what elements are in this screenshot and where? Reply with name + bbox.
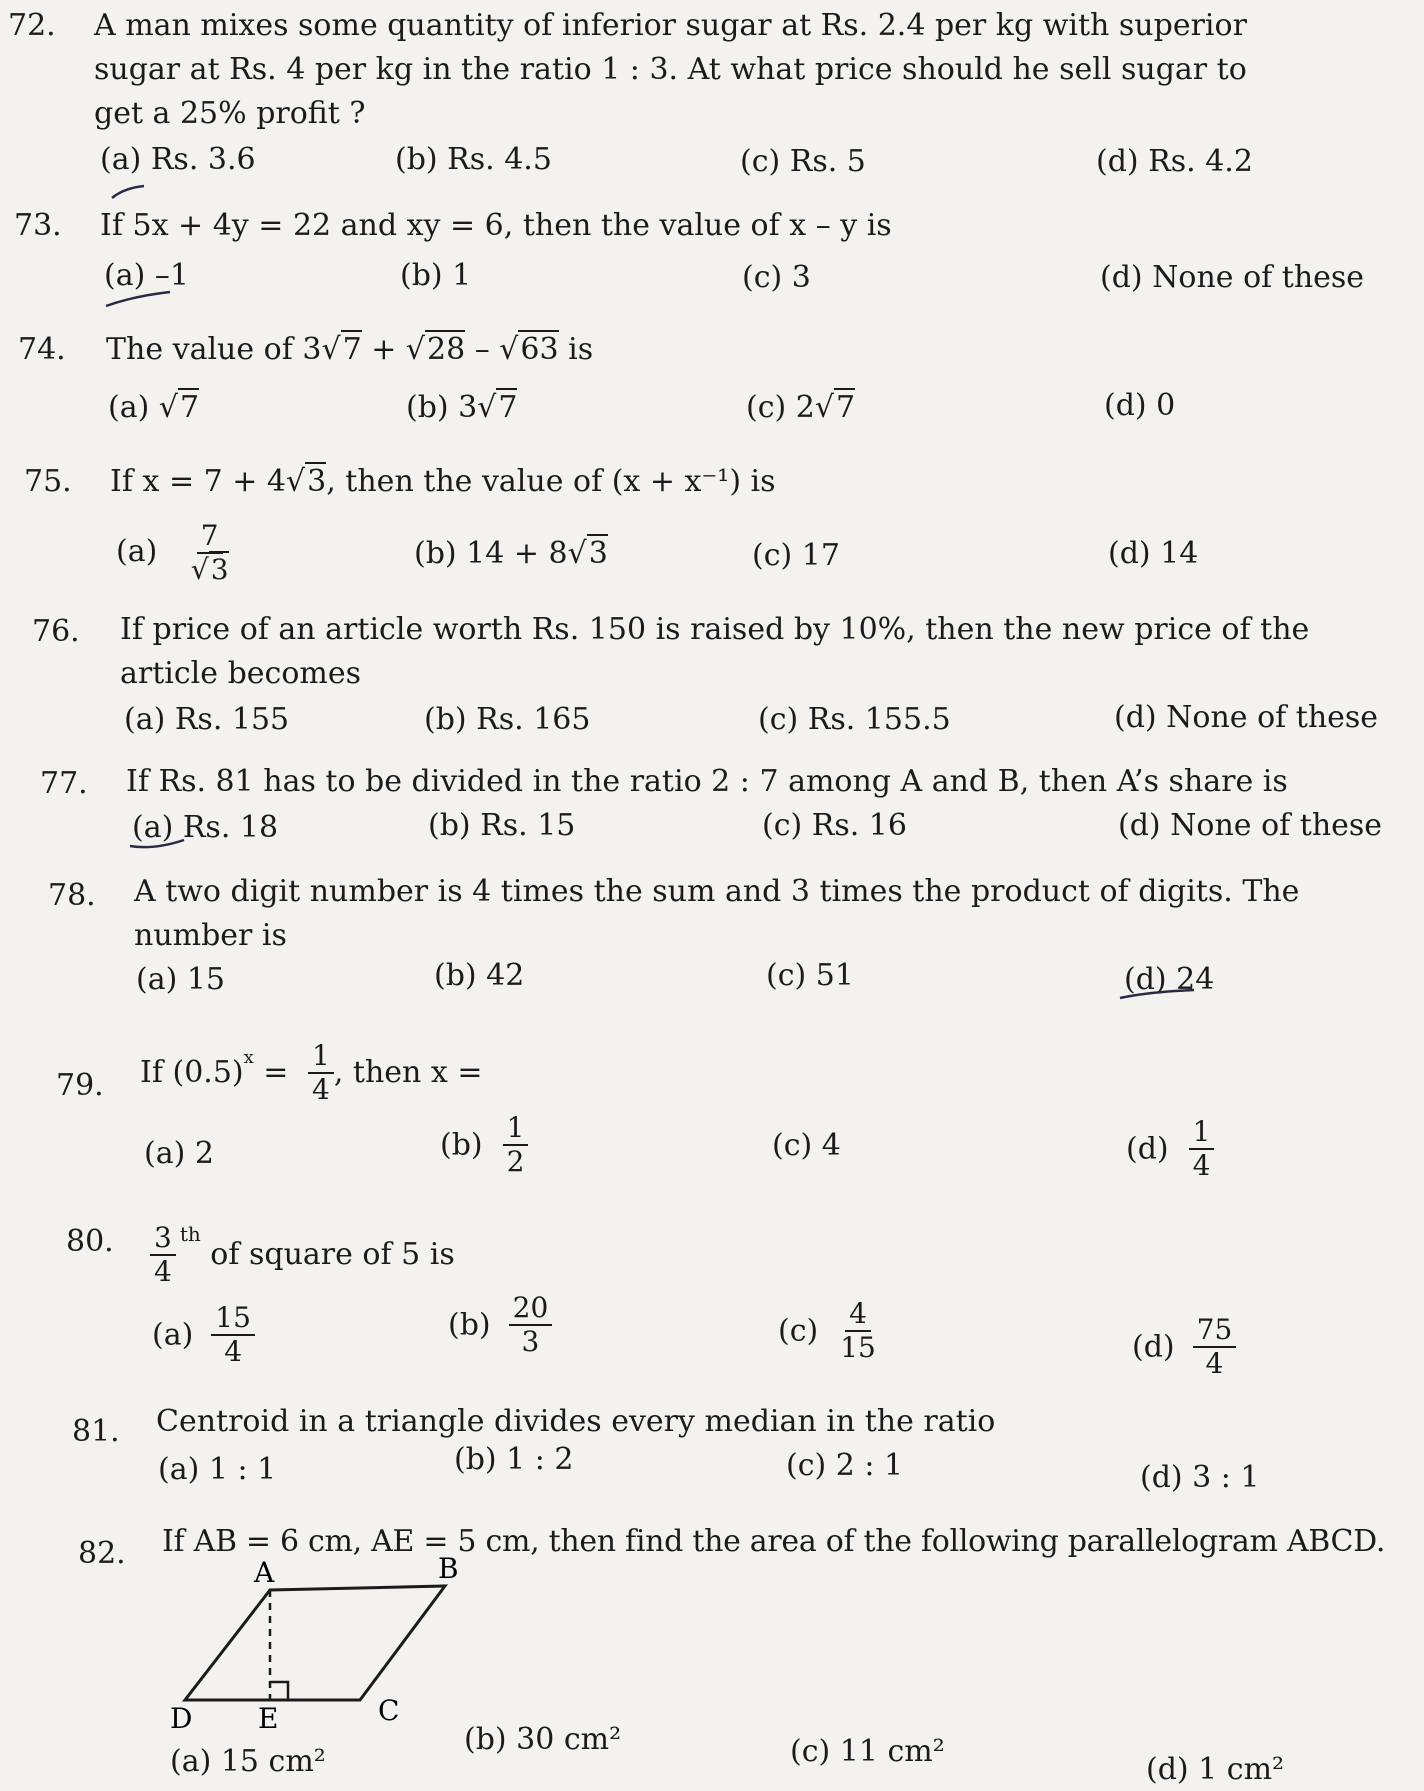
question-number: 77. — [40, 766, 88, 801]
option-a[interactable]: (a) 7√3 — [116, 520, 233, 586]
vertex-label-a: A — [253, 1556, 275, 1589]
option-b[interactable]: (b) 30 cm² — [464, 1722, 622, 1757]
question-text: The value of 3√7 + √28 – √63 is — [106, 330, 594, 367]
option-c[interactable]: (c) Rs. 16 — [762, 808, 907, 843]
question-text: Centroid in a triangle divides every med… — [156, 1404, 996, 1439]
question-number: 76. — [32, 614, 80, 649]
pen-underline-mark — [129, 838, 185, 849]
question-number: 75. — [24, 464, 72, 499]
option-c[interactable]: (c) 2 : 1 — [786, 1448, 904, 1483]
question-text: If AB = 6 cm, AE = 5 cm, then find the a… — [162, 1524, 1386, 1559]
option-d[interactable]: (d) 14 — [1108, 536, 1199, 571]
question-number: 79. — [56, 1068, 104, 1103]
question-number: 73. — [14, 208, 62, 243]
question-number: 72. — [8, 8, 56, 43]
point-label-e: E — [258, 1702, 278, 1735]
option-a[interactable]: (a) 15 — [136, 962, 226, 997]
question-text: If price of an article worth Rs. 150 is … — [120, 612, 1310, 691]
option-a[interactable]: (a) 1 : 1 — [158, 1452, 277, 1487]
question-text: If Rs. 81 has to be divided in the ratio… — [126, 764, 1288, 799]
option-a[interactable]: (a) 2 — [144, 1136, 214, 1171]
question-number: 81. — [72, 1414, 120, 1449]
option-c[interactable]: (c) 17 — [752, 538, 840, 573]
option-d[interactable]: (d) None of these — [1114, 700, 1379, 735]
option-b[interactable]: (b) 1 — [400, 258, 472, 293]
option-a[interactable]: (a) Rs. 155 — [124, 702, 290, 737]
question-text: A man mixes some quantity of inferior su… — [94, 8, 1247, 131]
option-b[interactable]: (b) Rs. 4.5 — [395, 142, 552, 177]
option-b[interactable]: (b) 14 + 8√3 — [414, 534, 608, 571]
vertex-label-d: D — [170, 1702, 192, 1735]
option-b[interactable]: (b) 3√7 — [406, 388, 518, 425]
option-c[interactable]: (c) 11 cm² — [790, 1734, 945, 1769]
question-text: If x = 7 + 4√3, then the value of (x + x… — [110, 462, 776, 499]
pen-underline-mark — [105, 290, 171, 308]
option-b[interactable]: (b) Rs. 165 — [424, 702, 591, 737]
option-a[interactable]: (a) Rs. 3.6 — [100, 142, 256, 177]
question-text: If 5x + 4y = 22 and xy = 6, then the val… — [100, 208, 892, 243]
option-c[interactable]: (c) 51 — [766, 958, 854, 993]
option-a[interactable]: (a) √7 — [108, 388, 200, 425]
option-c[interactable]: (c) 4 — [772, 1128, 841, 1163]
fraction: 7√3 — [190, 519, 229, 586]
option-c[interactable]: (c) Rs. 155.5 — [758, 702, 951, 737]
pen-tick-mark — [111, 184, 145, 199]
option-d[interactable]: (d) Rs. 4.2 — [1096, 144, 1253, 179]
option-a[interactable]: (a) –1 — [104, 258, 189, 293]
question-number: 80. — [66, 1224, 114, 1259]
option-c[interactable]: (c) 2√7 — [746, 388, 856, 425]
option-d[interactable]: (d) 3 : 1 — [1140, 1460, 1260, 1495]
question-number: 74. — [18, 332, 66, 367]
vertex-label-c: C — [378, 1694, 399, 1727]
parallelogram-figure: A B C D E — [170, 1552, 459, 1735]
option-c[interactable]: (c) 3 — [742, 260, 811, 295]
option-d[interactable]: (d) 1 cm² — [1146, 1752, 1285, 1787]
pen-underline-mark — [1119, 988, 1195, 1000]
option-d[interactable]: (d) None of these — [1118, 808, 1383, 843]
question-number: 82. — [78, 1536, 126, 1571]
vertex-label-b: B — [438, 1552, 459, 1585]
option-c[interactable]: (c) Rs. 5 — [740, 144, 866, 179]
question-text: A two digit number is 4 times the sum an… — [134, 874, 1300, 953]
option-d[interactable]: (d) 0 — [1104, 388, 1176, 423]
option-a[interactable]: (a) 15 cm² — [170, 1744, 326, 1779]
option-d[interactable]: (d) None of these — [1100, 260, 1365, 295]
question-number: 78. — [48, 878, 96, 913]
option-b[interactable]: (b) 1 : 2 — [454, 1442, 574, 1477]
option-a[interactable]: (a) Rs. 18 — [132, 810, 279, 845]
option-b[interactable]: (b) Rs. 15 — [428, 808, 576, 843]
option-b[interactable]: (b) 42 — [434, 958, 525, 993]
